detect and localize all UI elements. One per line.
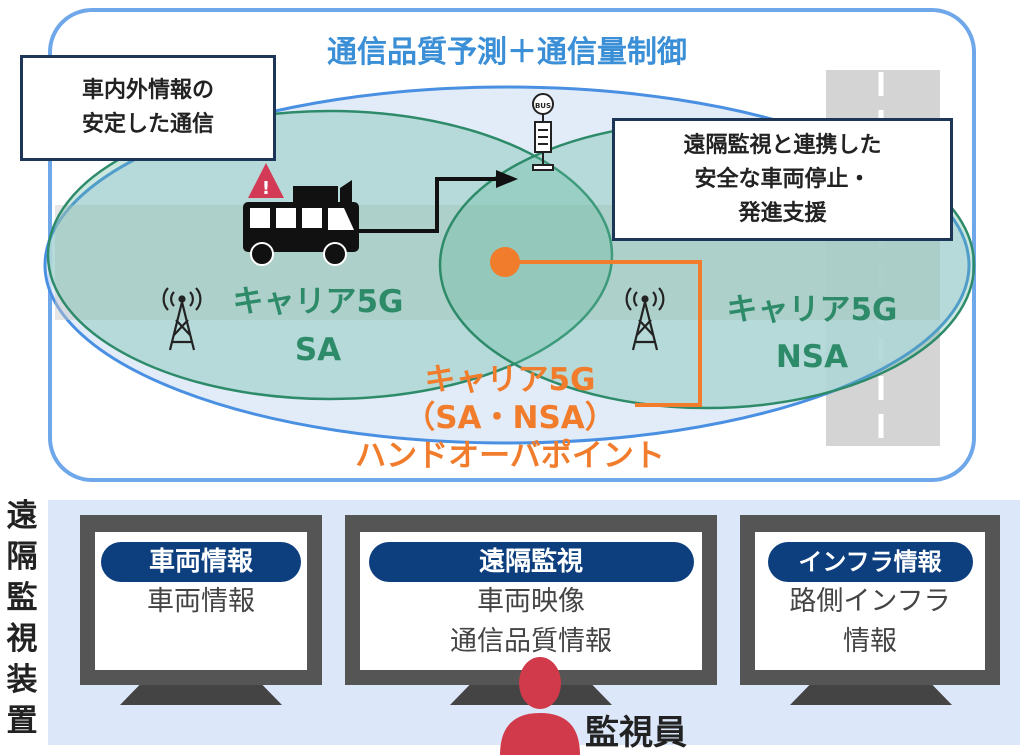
bus-icon: ! — [243, 163, 359, 266]
monitor-line: 情報 — [843, 626, 897, 657]
remote-monitoring-device-label: 遠 隔 監 視 装 置 — [4, 496, 40, 742]
diagram-title: 通信品質予測＋通信量制御 — [327, 35, 687, 70]
label-char: 装 — [6, 662, 38, 698]
handover-label-line2: （SA・NSA） — [404, 400, 616, 436]
svg-text:BUS: BUS — [535, 102, 551, 110]
bus-to-stop-arrow — [358, 177, 498, 233]
warning-icon — [248, 163, 284, 198]
handover-point-marker — [490, 247, 520, 277]
label-char: 遠 — [6, 498, 38, 534]
cell-tower-icon-sa — [162, 287, 202, 351]
label-char: 置 — [6, 703, 38, 739]
arrowhead-icon — [496, 170, 518, 188]
nsa-label-line2: NSA — [776, 339, 848, 375]
monitor-screen: 遠隔監視 車両映像 通信品質情報 — [360, 532, 702, 670]
callout-stable-communication: 車内外情報の 安定した通信 — [20, 55, 276, 161]
svg-text:!: ! — [262, 178, 270, 199]
callout-text: 車内外情報の — [81, 78, 214, 103]
handover-label-line1: キャリア5G — [424, 362, 595, 398]
monitor-stand — [120, 685, 282, 705]
nsa-label-line1: キャリア5G — [726, 292, 897, 328]
label-char: 監 — [6, 580, 38, 616]
monitor-badge: 車両情報 — [101, 542, 301, 582]
callout-text: 発進支援 — [738, 200, 827, 226]
label-char: 視 — [6, 621, 38, 657]
monitor-line: 路側インフラ — [789, 586, 951, 617]
callout-safe-stop-start: 遠隔監視と連携した 安全な車両停止・ 発進支援 — [612, 118, 953, 241]
callout-text: 安定した通信 — [81, 112, 214, 137]
sa-label-line2: SA — [295, 332, 341, 368]
monitor-line: 車両映像 — [477, 586, 585, 617]
operator-person-icon — [500, 657, 580, 755]
monitor-infrastructure-info: インフラ情報 路側インフラ 情報 — [740, 515, 1000, 685]
sa-label-line1: キャリア5G — [232, 284, 403, 320]
callout-text: 遠隔監視と連携した — [683, 132, 882, 158]
monitor-line: 車両情報 — [147, 586, 255, 617]
monitor-badge: インフラ情報 — [767, 542, 973, 582]
monitor-badge: 遠隔監視 — [368, 542, 694, 582]
label-char: 隔 — [6, 539, 38, 575]
cell-tower-icon-nsa — [625, 287, 665, 351]
callout-text: 安全な車両停止・ — [694, 166, 871, 192]
monitor-screen: インフラ情報 路側インフラ 情報 — [755, 532, 985, 670]
handover-connector-line — [505, 260, 702, 407]
operator-label: 監視員 — [585, 713, 687, 753]
monitor-vehicle-info: 車両情報 車両情報 — [80, 515, 322, 685]
monitor-line: 通信品質情報 — [450, 626, 612, 657]
monitor-remote-monitoring: 遠隔監視 車両映像 通信品質情報 — [345, 515, 717, 685]
monitor-stand — [790, 685, 952, 705]
bus-stop-icon: BUS — [532, 93, 554, 171]
handover-label-line3: ハンドオーバポイント — [355, 438, 665, 474]
monitor-screen: 車両情報 車両情報 — [95, 532, 307, 670]
